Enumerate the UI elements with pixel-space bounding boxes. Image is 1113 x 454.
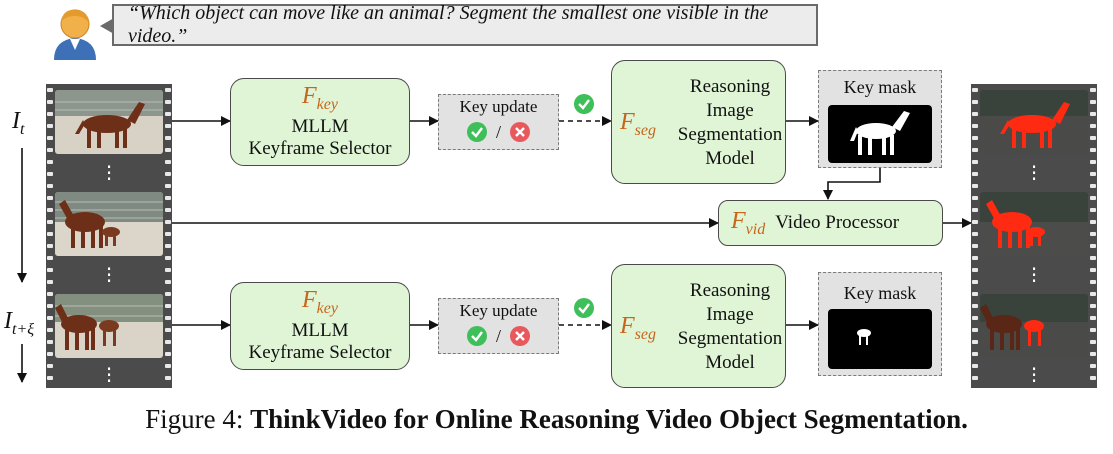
selector-line2: Keyframe Selector xyxy=(248,137,392,159)
segmentation-model-top: Fseg Reasoning Image Segmentation Model xyxy=(611,60,786,184)
user-icon xyxy=(54,9,96,60)
horse-icon xyxy=(1024,320,1044,346)
slash-text: / xyxy=(495,325,501,346)
video-frame-1 xyxy=(55,90,163,154)
ellipsis-dots: ··· xyxy=(1030,155,1038,191)
time-label-top: It xyxy=(12,108,25,138)
seg-line3: Segmentation xyxy=(677,124,783,145)
key-update-box-top: Key update / xyxy=(438,94,559,150)
figure-caption: Figure 4: ThinkVideo for Online Reasonin… xyxy=(0,404,1113,435)
ellipsis-dots: ··· xyxy=(105,357,113,393)
cross-icon xyxy=(510,122,530,142)
seg-line3: Segmentation xyxy=(677,328,783,349)
video-frame-3 xyxy=(55,294,163,358)
key-mask-image xyxy=(828,309,932,369)
key-update-label: Key update xyxy=(459,301,538,320)
seg-line1: Reasoning xyxy=(689,76,771,97)
check-icon xyxy=(574,298,594,318)
horse-icon xyxy=(1000,102,1070,148)
key-update-box-bottom: Key update / xyxy=(438,298,559,354)
caption-prefix: Figure 4: xyxy=(145,404,251,434)
selector-line1: MLLM xyxy=(291,115,349,137)
key-mask-box-top: Key mask xyxy=(818,70,942,168)
f-key-symbol: Fkey xyxy=(302,83,338,113)
input-video-strip: ··· ··· ··· xyxy=(46,84,172,393)
keyframe-selector-bottom: Fkey MLLM Keyframe Selector xyxy=(230,282,410,370)
segmentation-model-bottom: Fseg Reasoning Image Segmentation Model xyxy=(611,264,786,388)
horse-icon xyxy=(59,200,105,248)
key-mask-label: Key mask xyxy=(843,283,917,303)
caption-title: ThinkVideo for Online Reasoning Video Ob… xyxy=(250,404,968,434)
selector-line1: MLLM xyxy=(291,319,349,341)
video-processor-box: Fvid Video Processor xyxy=(718,200,943,246)
seg-line4: Model xyxy=(705,352,755,373)
selector-line2: Keyframe Selector xyxy=(248,341,392,363)
seg-line1: Reasoning xyxy=(689,280,771,301)
video-frame-2 xyxy=(55,192,163,256)
horse-icon xyxy=(986,200,1045,248)
cross-icon xyxy=(510,326,530,346)
time-label-bottom: It+ξ xyxy=(4,308,35,338)
ellipsis-dots: ··· xyxy=(1030,257,1038,293)
keyframe-selector-top: Fkey MLLM Keyframe Selector xyxy=(230,78,410,166)
key-mask-box-bottom: Key mask xyxy=(818,272,942,376)
seg-line2: Image xyxy=(706,100,754,121)
film-perforations-right xyxy=(971,84,1097,388)
key-mask-image xyxy=(828,105,932,163)
horse-icon xyxy=(850,111,910,155)
key-mask-label: Key mask xyxy=(843,77,917,97)
horse-icon xyxy=(55,304,97,350)
output-video-strip: ··· ··· ··· xyxy=(971,84,1097,393)
output-frame-1 xyxy=(980,90,1088,154)
f-seg-symbol: Fseg xyxy=(620,109,656,139)
ellipsis-dots: ··· xyxy=(105,155,113,191)
speech-bubble-tail xyxy=(100,18,114,34)
ellipsis-dots: ··· xyxy=(105,257,113,293)
slash-text: / xyxy=(495,121,501,142)
f-vid-symbol: Fvid xyxy=(731,207,766,238)
seg-line4: Model xyxy=(705,148,755,169)
query-bubble: “Which object can move like an animal? S… xyxy=(112,2,818,47)
query-text: “Which object can move like an animal? S… xyxy=(128,2,769,47)
output-frame-2 xyxy=(980,192,1088,256)
horse-icon xyxy=(857,329,871,345)
video-processor-label: Video Processor xyxy=(775,212,900,233)
check-icon xyxy=(466,122,487,142)
horse-icon xyxy=(75,102,145,148)
f-key-symbol: Fkey xyxy=(302,287,338,317)
check-icon xyxy=(574,94,594,114)
check-icon xyxy=(466,326,487,346)
seg-line2: Image xyxy=(706,304,754,325)
ellipsis-dots: ··· xyxy=(1030,357,1038,393)
f-seg-symbol: Fseg xyxy=(620,313,656,343)
key-update-label: Key update xyxy=(459,97,538,116)
film-perforations-left xyxy=(46,84,172,388)
output-frame-3 xyxy=(980,294,1088,358)
